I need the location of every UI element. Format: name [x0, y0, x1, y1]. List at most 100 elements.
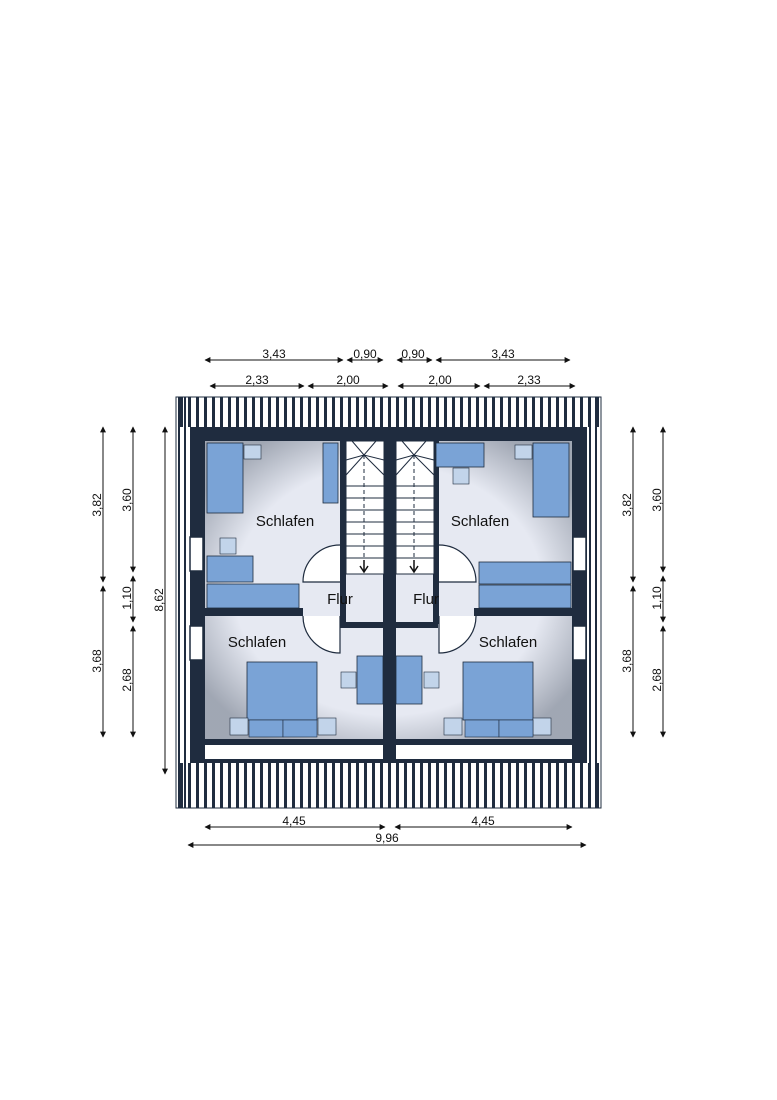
roof-hatch-stroke: [204, 397, 207, 427]
balcony-strip-left: [205, 745, 383, 759]
roof-hatch-stroke: [236, 397, 239, 427]
wall-right-upper-divider: [474, 608, 572, 616]
wall-right-hall: [433, 574, 439, 624]
roof-hatch-stroke: [364, 397, 367, 427]
onoffice-logo: onOffice: [574, 702, 583, 735]
chair: [452, 467, 470, 485]
dim-right-inner-1: 3,60: [650, 488, 664, 512]
roof-hatch-stroke: [508, 763, 511, 808]
roof-hatch-stroke: [556, 763, 559, 808]
dining-table: [340, 655, 440, 705]
roof-hatch-stroke: [372, 763, 375, 808]
roof-hatch-stroke: [188, 763, 191, 808]
roof-hatch-stroke: [316, 763, 319, 808]
pillow: [464, 719, 500, 738]
wall-left-lower-top: [337, 622, 383, 628]
roof-hatch-stroke: [252, 763, 255, 808]
roof-hatch-stroke: [228, 763, 231, 808]
desk: [435, 442, 485, 468]
roof-hatch-stroke: [284, 397, 287, 427]
dim-right-inner-2: 1,10: [650, 586, 664, 610]
dim-left-inner-1: 3,60: [120, 488, 134, 512]
roof-hatch-stroke: [332, 397, 335, 427]
dim-left-outer-2: 3,68: [90, 649, 104, 673]
dim-top-inner-2: 2,00: [336, 373, 360, 387]
wall-left-hall: [340, 574, 346, 624]
roof-hatch-stroke: [300, 397, 303, 427]
roof-hatch-stroke: [572, 763, 575, 808]
desk: [206, 555, 254, 583]
roof-hatch-stroke: [396, 397, 399, 427]
roof-hatch-stroke: [468, 763, 471, 808]
roof-hatch-stroke: [524, 397, 527, 427]
roof-hatch-stroke: [388, 397, 391, 427]
door-swing-left-upper: [302, 544, 341, 583]
roof-hatch-stroke: [595, 397, 597, 808]
dim-top-inner-3: 2,00: [428, 373, 452, 387]
double-bed: [246, 661, 318, 721]
roof-hatch-stroke: [468, 397, 471, 427]
chair: [423, 671, 440, 689]
dim-left-total: 8,62: [152, 588, 166, 612]
wall-right-stair: [433, 441, 439, 574]
staircase-left: [345, 440, 385, 575]
roof-hatch-stroke: [196, 763, 199, 808]
roof-hatch-stroke: [220, 397, 223, 427]
roof-hatch-stroke: [268, 763, 271, 808]
roof-hatch-stroke: [260, 397, 263, 427]
roof-hatch-stroke: [260, 763, 263, 808]
roof-hatch-stroke: [228, 397, 231, 427]
room-label-right-upper: Schlafen: [451, 513, 509, 530]
roof-hatch-stroke: [524, 763, 527, 808]
roof-hatch-stroke: [460, 763, 463, 808]
roof-hatch-stroke: [244, 397, 247, 427]
dimension-lines: [100, 357, 666, 848]
table-right: [395, 655, 423, 705]
roof-hatch-stroke: [452, 397, 455, 427]
roof-hatch-stroke: [516, 397, 519, 427]
nightstand: [317, 717, 337, 736]
window-left: [189, 536, 204, 572]
dim-top-inner-4: 2,33: [517, 373, 541, 387]
window-right: [572, 536, 587, 572]
roof-hatch-stroke: [300, 763, 303, 808]
wall-left-stair: [340, 441, 346, 574]
nightstand: [532, 717, 552, 736]
roof-hatch-stroke: [180, 763, 183, 808]
roof-hatch-stroke: [484, 397, 487, 427]
roof-hatch-stroke: [340, 397, 343, 427]
roof-hatch-stroke: [476, 397, 479, 427]
roof-hatch-stroke: [436, 763, 439, 808]
dim-right-inner-3: 2,68: [650, 668, 664, 692]
chair: [219, 537, 237, 555]
room-label-left-lower: Schlafen: [228, 634, 286, 651]
roof-hatch-stroke: [404, 763, 407, 808]
roof-hatch-stroke: [476, 763, 479, 808]
roof-hatch-stroke: [178, 397, 180, 808]
roof-hatch-stroke: [420, 397, 423, 427]
roof-hatch-stroke: [204, 763, 207, 808]
staircase-right: [395, 440, 435, 575]
table-left: [356, 655, 384, 705]
window-left-lower: [189, 625, 204, 661]
roof-hatch-stroke: [500, 397, 503, 427]
roof-hatch-stroke: [428, 397, 431, 427]
roof-hatch-stroke: [348, 397, 351, 427]
pillow: [248, 719, 284, 738]
door-swing-left-lower: [302, 615, 341, 654]
dim-bottom-total: 9,96: [375, 831, 399, 845]
door-swing-right-lower: [438, 615, 477, 654]
roof-hatch-stroke: [252, 397, 255, 427]
bed: [206, 442, 244, 514]
roof-hatch-stroke: [596, 763, 599, 808]
party-wall: [383, 441, 396, 759]
roof-hatch-stroke: [492, 763, 495, 808]
roof-hatch-stroke: [580, 397, 583, 427]
roof-hatch-stroke: [540, 763, 543, 808]
pillow: [243, 444, 262, 460]
roof-hatch-stroke: [564, 763, 567, 808]
roof-hatch-stroke: [380, 397, 383, 427]
roof-hatch-stroke: [180, 397, 183, 427]
room-label-right-hall: Flur: [413, 591, 439, 608]
